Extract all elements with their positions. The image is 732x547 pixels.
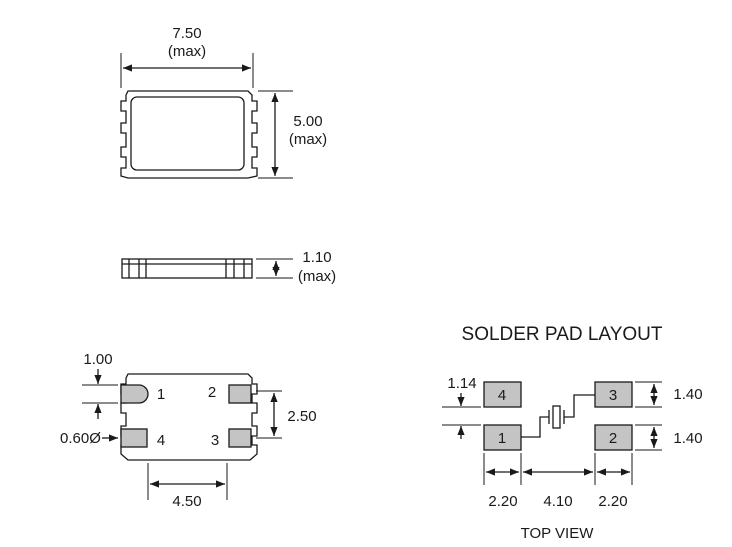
pad-3 [228, 428, 252, 448]
pin-label-4: 4 [157, 432, 165, 449]
crystal-wire-right [564, 394, 595, 418]
pad-diameter-value: 0.60Ø [60, 430, 101, 447]
land-pad-label-4: 4 [498, 387, 506, 404]
pitch-h-value: 4.50 [172, 493, 201, 510]
pad-height-value: 1.00 [83, 351, 112, 368]
land-pad-label-1: 1 [498, 430, 506, 447]
pad-height-bottom-value: 1.40 [673, 430, 702, 447]
height-note: (max) [289, 131, 327, 148]
crystal-body [552, 405, 561, 429]
land-pad-label-3: 3 [609, 387, 617, 404]
pad-height-top-value: 1.40 [673, 386, 702, 403]
pad-4 [120, 428, 148, 448]
view-label: TOP VIEW [521, 525, 595, 542]
pin-label-3: 3 [211, 432, 219, 449]
crystal-wire-left [521, 416, 549, 438]
package-lid [130, 96, 245, 171]
thickness-note: (max) [298, 268, 336, 285]
package-side-view: 1.10 (max) [121, 249, 336, 285]
package-outline [120, 90, 258, 179]
land-pad-label-2: 2 [609, 430, 617, 447]
height-value: 5.00 [293, 113, 322, 130]
pitch-v-value: 2.50 [287, 408, 316, 425]
thickness-value: 1.10 [302, 249, 331, 266]
pad-width-right-value: 2.20 [598, 493, 627, 510]
pin-label-2: 2 [208, 384, 216, 401]
width-note: (max) [168, 43, 206, 60]
land-pad-2 [594, 424, 633, 451]
land-pad-4 [483, 381, 522, 408]
pad-width-left-value: 2.20 [488, 493, 517, 510]
crystal-symbol [521, 394, 595, 438]
pad-spacing-value: 4.10 [543, 493, 572, 510]
pad-1 [120, 384, 149, 404]
solder-pad-layout: SOLDER PAD LAYOUT 4 3 1 2 1.14 1.40 1. [442, 324, 703, 542]
pad-2 [228, 384, 252, 404]
solder-layout-title: SOLDER PAD LAYOUT [462, 324, 663, 345]
side-body [121, 258, 253, 279]
pad-gap-value: 1.14 [447, 375, 476, 392]
package-bottom-view: 1 2 4 3 1.00 0.60Ø 2.50 4.50 [60, 351, 317, 510]
land-pad-3 [594, 381, 633, 408]
package-top-view: 7.50 (max) 5.00 (max) [120, 25, 327, 179]
width-value: 7.50 [172, 25, 201, 42]
pin-label-1: 1 [157, 386, 165, 403]
